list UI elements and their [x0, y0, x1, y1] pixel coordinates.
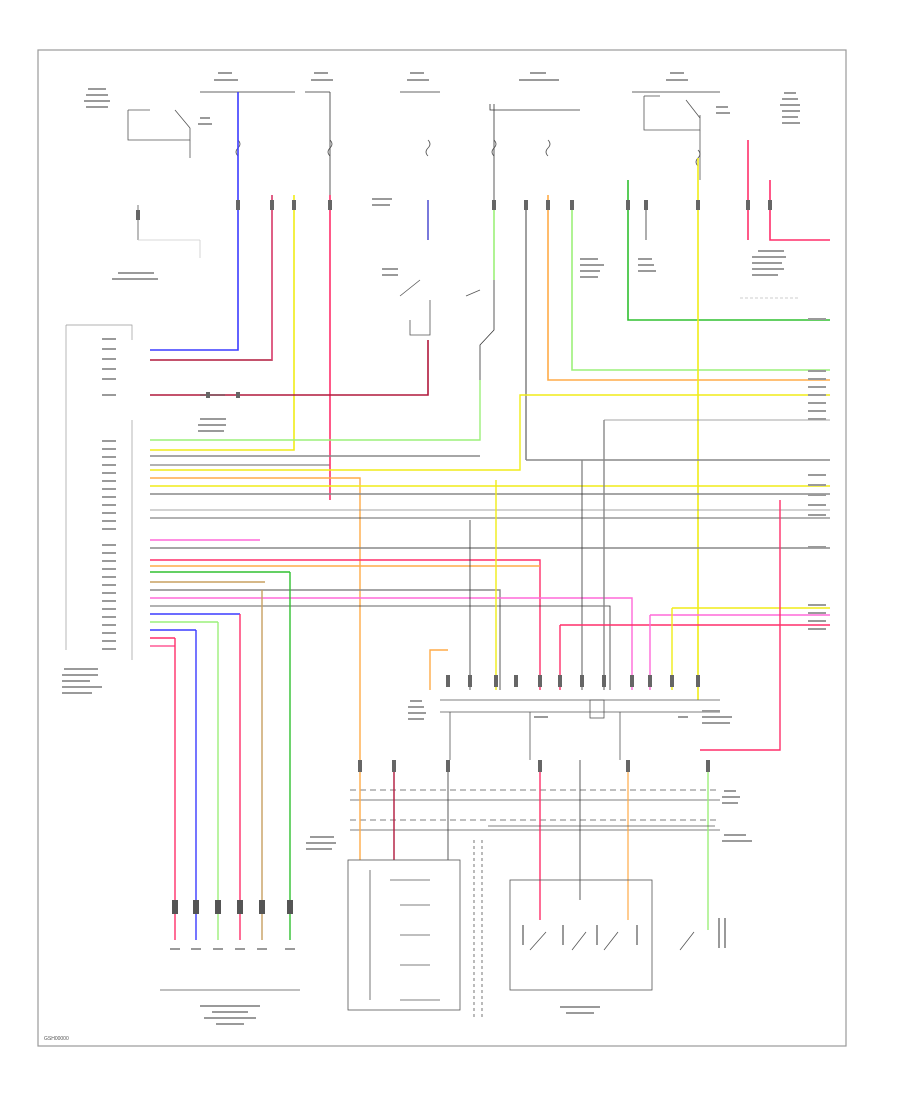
sensor-label — [200, 1005, 260, 1025]
footer-code: GSH00000 — [44, 1036, 69, 1042]
ecm-label — [62, 668, 102, 694]
bottom-connectors — [172, 900, 293, 914]
bottom-left-wire-bundle — [174, 572, 291, 940]
center-connector-block — [440, 699, 720, 760]
bottom-pin-labels — [170, 948, 295, 950]
lower-band-labels — [306, 790, 752, 850]
right-module-labels — [522, 918, 726, 1014]
relay-top-left-label — [84, 88, 212, 125]
lower-connector-band — [350, 760, 720, 930]
ecm-pins — [102, 338, 116, 650]
mid-top-labels — [112, 198, 656, 432]
center-top-switch — [150, 279, 481, 396]
top-labels — [214, 72, 688, 81]
connector-markers — [136, 200, 772, 772]
horizontal-wires — [150, 380, 830, 760]
relay-switch-top-left — [127, 109, 191, 158]
center-connector-labels — [408, 700, 732, 724]
relay-top-right-label — [716, 92, 800, 124]
ecm-box — [65, 324, 133, 660]
diagram-frame — [37, 49, 847, 1047]
right-switch-module — [488, 825, 715, 991]
relay-switch-top-right — [643, 95, 701, 180]
ground-connector-left — [137, 205, 201, 258]
right-edge-labels — [808, 318, 826, 630]
fuses — [235, 139, 701, 167]
right-ground-label — [752, 250, 786, 276]
left-switch-module — [347, 840, 483, 1020]
top-vertical-wires — [150, 92, 830, 700]
top-bus-lines — [200, 91, 720, 111]
